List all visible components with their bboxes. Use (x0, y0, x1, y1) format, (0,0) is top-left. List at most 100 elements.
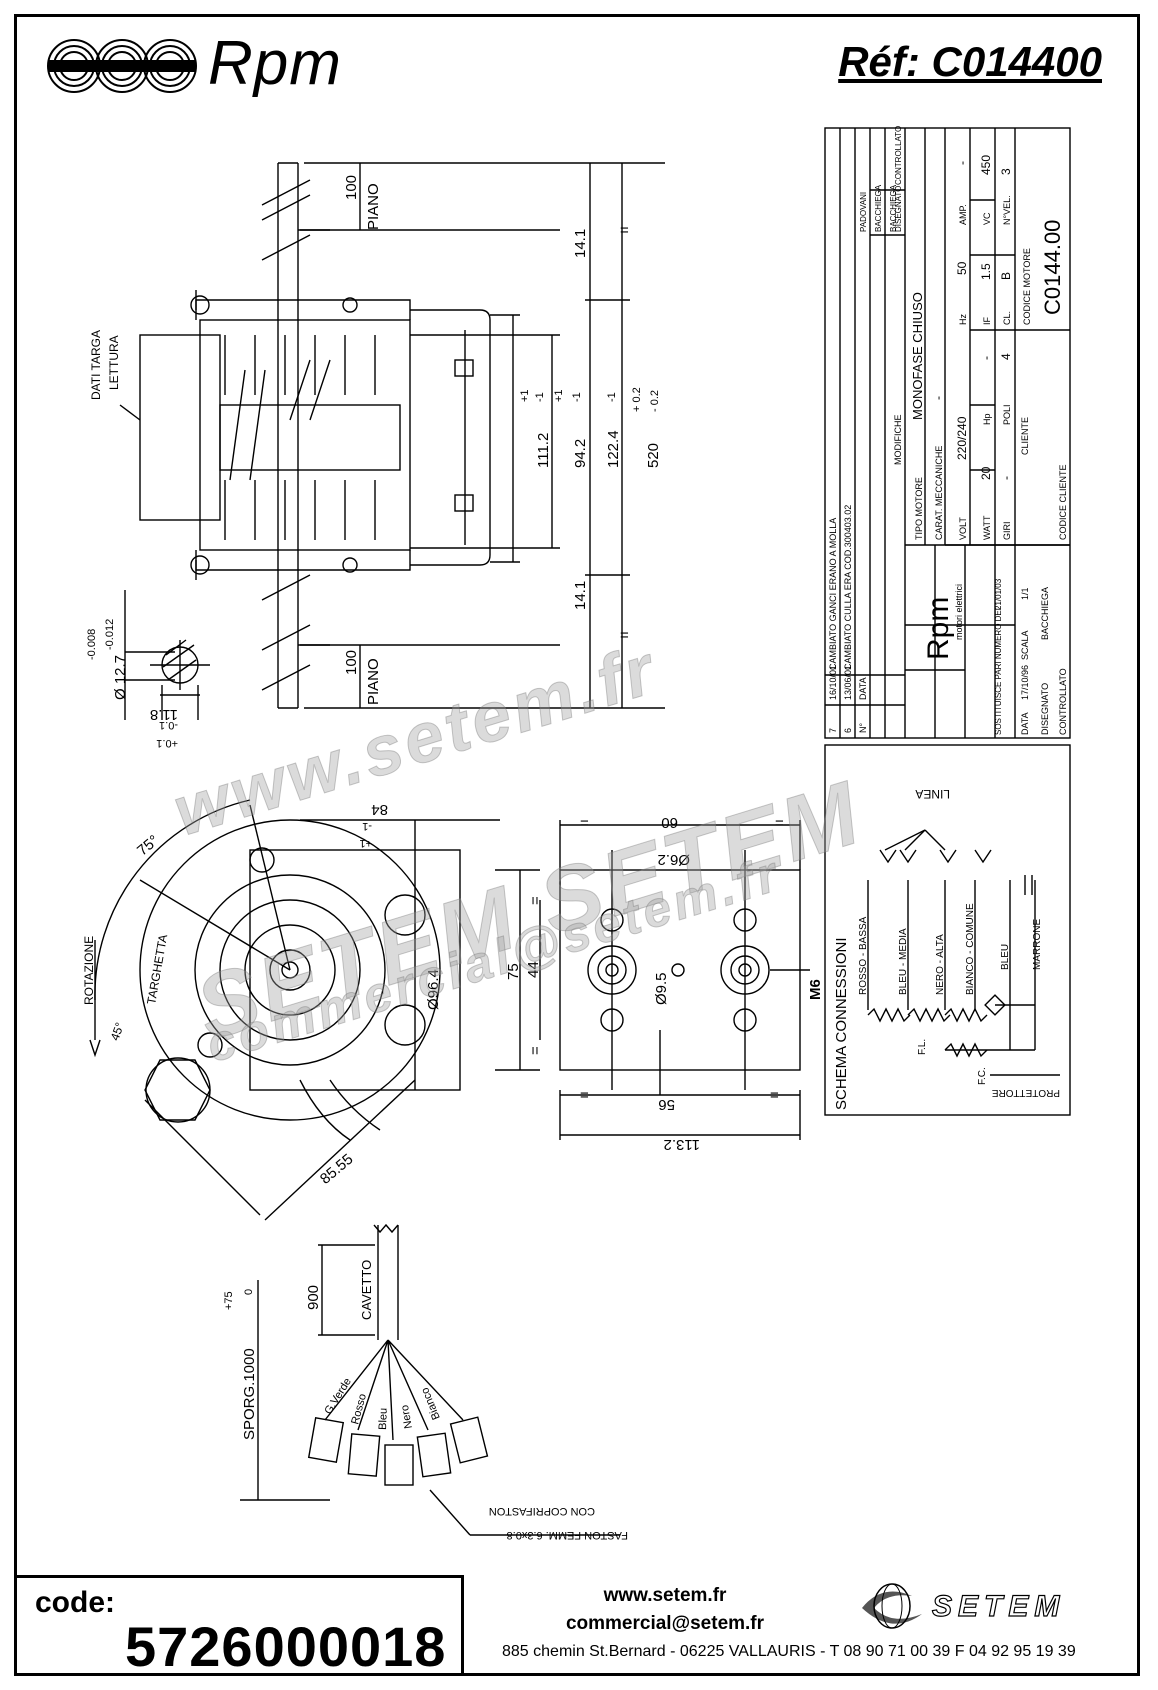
tb-tipo-label: TIPO MOTORE (914, 477, 924, 540)
label-wire-gverde: G.Verde (322, 1376, 354, 1417)
contact-web[interactable]: www.setem.fr (603, 1585, 727, 1606)
tol-m02: - 0.2 (649, 390, 661, 412)
label-angle-45: 45° (108, 1020, 127, 1042)
tb-codice-motore-label: CODICE MOTORE (1022, 248, 1032, 325)
schema-linea: LINEA (915, 787, 950, 801)
tb-cl-value: B (999, 272, 1013, 280)
label-141-top: 14.1 (572, 229, 589, 258)
drawing-frame (14, 14, 1140, 1676)
label-100-top: 100 (343, 175, 360, 200)
tb-if-value: 1.5 (979, 263, 993, 280)
tb-scala-label: SCALA (1020, 630, 1030, 660)
setem-logo-text: SETEM (932, 1590, 1065, 1623)
label-62: Ø6.2 (657, 851, 690, 868)
tb-amp-value: - (955, 161, 969, 165)
tb-hdr-n: N° (858, 723, 868, 733)
tb-amp-label: AMP. (958, 204, 968, 225)
label-lettura: LETTURA (107, 335, 121, 390)
schema-wire-bleu: BLEU (1000, 944, 1011, 970)
label-964: Ø96.4 (425, 969, 442, 1010)
tb-codice-cliente-label: CODICE CLIENTE (1058, 464, 1068, 540)
tb-data-label: DATA (1020, 712, 1030, 735)
tb-hp-label: Hp (982, 413, 992, 425)
label-75: 75 (505, 963, 522, 980)
label-angle-75: 75° (134, 832, 162, 860)
schema-wire-bianco-comune: BIANCO - COMUNE (965, 903, 976, 995)
label-84: 84 (371, 801, 388, 818)
eq-top: = (620, 222, 629, 239)
label-shaft-tol-lower: -0.012 (104, 619, 116, 650)
label-60: 60 (661, 814, 678, 831)
tb-vc-label: VC (982, 212, 992, 225)
label-wire-bianco: Bianco (419, 1386, 443, 1422)
label-faston: FASTON FEMM. 6.3x0.8 (507, 1529, 628, 1541)
tb-hdr-date: DATA (858, 677, 868, 700)
tb-disegnato-label: DISEGNATO (1040, 683, 1050, 735)
tb-sig-1: PADOVANI (859, 192, 868, 232)
label-95: Ø9.5 (653, 972, 670, 1005)
tb-giri-label: GIRI (1002, 521, 1012, 540)
label-520: 520 (645, 443, 662, 468)
code-box: code: 5726000018 (14, 1575, 464, 1678)
tol-p1b: +1 (553, 389, 565, 402)
tb-tipo-value: MONOFASE CHIUSO (910, 292, 925, 420)
label-piano-top: PIANO (365, 183, 382, 230)
tb-row6-text: CAMBIATO CULLA ERA COD.300403.02 (843, 505, 853, 670)
tb-sig-controllato: CONTROLLATO (894, 126, 903, 185)
tol-m1c: -1 (606, 392, 618, 402)
tb-nvel-value: 3 (999, 168, 1013, 175)
schema-protettore: PROTETTORE (992, 1087, 1060, 1098)
contact-email[interactable]: commercial@setem.fr (565, 1613, 765, 1634)
tb-if-label: IF (982, 316, 992, 325)
label-1224: 122.4 (605, 430, 622, 468)
label-wire-nero: Nero (399, 1404, 415, 1430)
label-flat-tol-b: +0.1 (156, 737, 178, 749)
label-wire-bleu: Bleu (377, 1408, 390, 1430)
eq-flange-4: = (770, 1087, 779, 1104)
label-rotazione: ROTAZIONE (82, 936, 96, 1005)
tb-row6-n: 6 (843, 728, 853, 733)
tb-giri-value: - (999, 476, 1013, 480)
label-100-bottom: 100 (343, 650, 360, 675)
tb-controllato-label: CONTROLLATO (1058, 668, 1068, 735)
setem-logo: SETEM (862, 1583, 1065, 1629)
tb-sostituisce: SOSTITUISCE PARI NUMERO DEL (994, 605, 1003, 735)
tb-hp-value: - (979, 356, 993, 360)
tb-nvel-label: N°VEL. (1002, 195, 1012, 225)
eq-flange-1: = (580, 815, 589, 832)
company-address: 885 chemin St.Bernard - 06225 VALLAURIS … (502, 1643, 1076, 1660)
label-shaft-tol-upper: -0.008 (86, 629, 98, 660)
label-sporg-tol-b: 0 (243, 1289, 255, 1295)
tb-volt-label: VOLT (958, 517, 968, 540)
tb-scala-value: 1/1 (1020, 587, 1030, 600)
contact-block: www.setem.fr commercial@setem.fr (480, 1582, 850, 1638)
label-piano-bottom: PIANO (365, 658, 382, 705)
tb-hdr-text: MODIFICHE (893, 415, 903, 466)
tb-disegnato-value: BACCHIEGA (1040, 587, 1050, 640)
tb-vc-value: 450 (979, 155, 993, 175)
code-label: code: (35, 1586, 116, 1619)
eq-flange-3: = (580, 1087, 589, 1104)
schema-wire-bleu-media: BLEU - MEDIA (898, 928, 909, 995)
tb-sost-date: 21/01/03 (994, 578, 1003, 610)
reference-number: Réf: C014400 (838, 38, 1102, 85)
tb-cl-label: CL. (1002, 311, 1012, 325)
label-con-copri: CON COPRIFASTON (489, 1505, 595, 1517)
tb-sig-3: BACCHIEGA (889, 184, 898, 232)
tb-row7-text: CAMBIATO GANCI ERANO A MOLLA (828, 518, 838, 670)
tb-carat-label: CARAT. MECCANICHE (934, 446, 944, 540)
schema-wire-marrone: MARRONE (1032, 919, 1043, 970)
label-cavetto: CAVETTO (359, 1260, 374, 1320)
label-targhetta: TARGHETTA (144, 933, 170, 1005)
label-141-bottom: 14.1 (572, 581, 589, 610)
label-1112: 111.2 (535, 433, 552, 468)
tb-row7-date: 16/10/01 (828, 665, 838, 700)
tb-cliente-label: CLIENTE (1020, 417, 1030, 455)
tb-data-value: 17/10/96 (1020, 665, 1030, 700)
label-1132: 113.2 (664, 1136, 700, 1153)
label-flat-tol-a: -0.1 (159, 719, 178, 731)
label-900: 900 (305, 1285, 322, 1310)
tb-hz-label: Hz (958, 314, 968, 325)
tb-row7-n: 7 (828, 728, 838, 733)
